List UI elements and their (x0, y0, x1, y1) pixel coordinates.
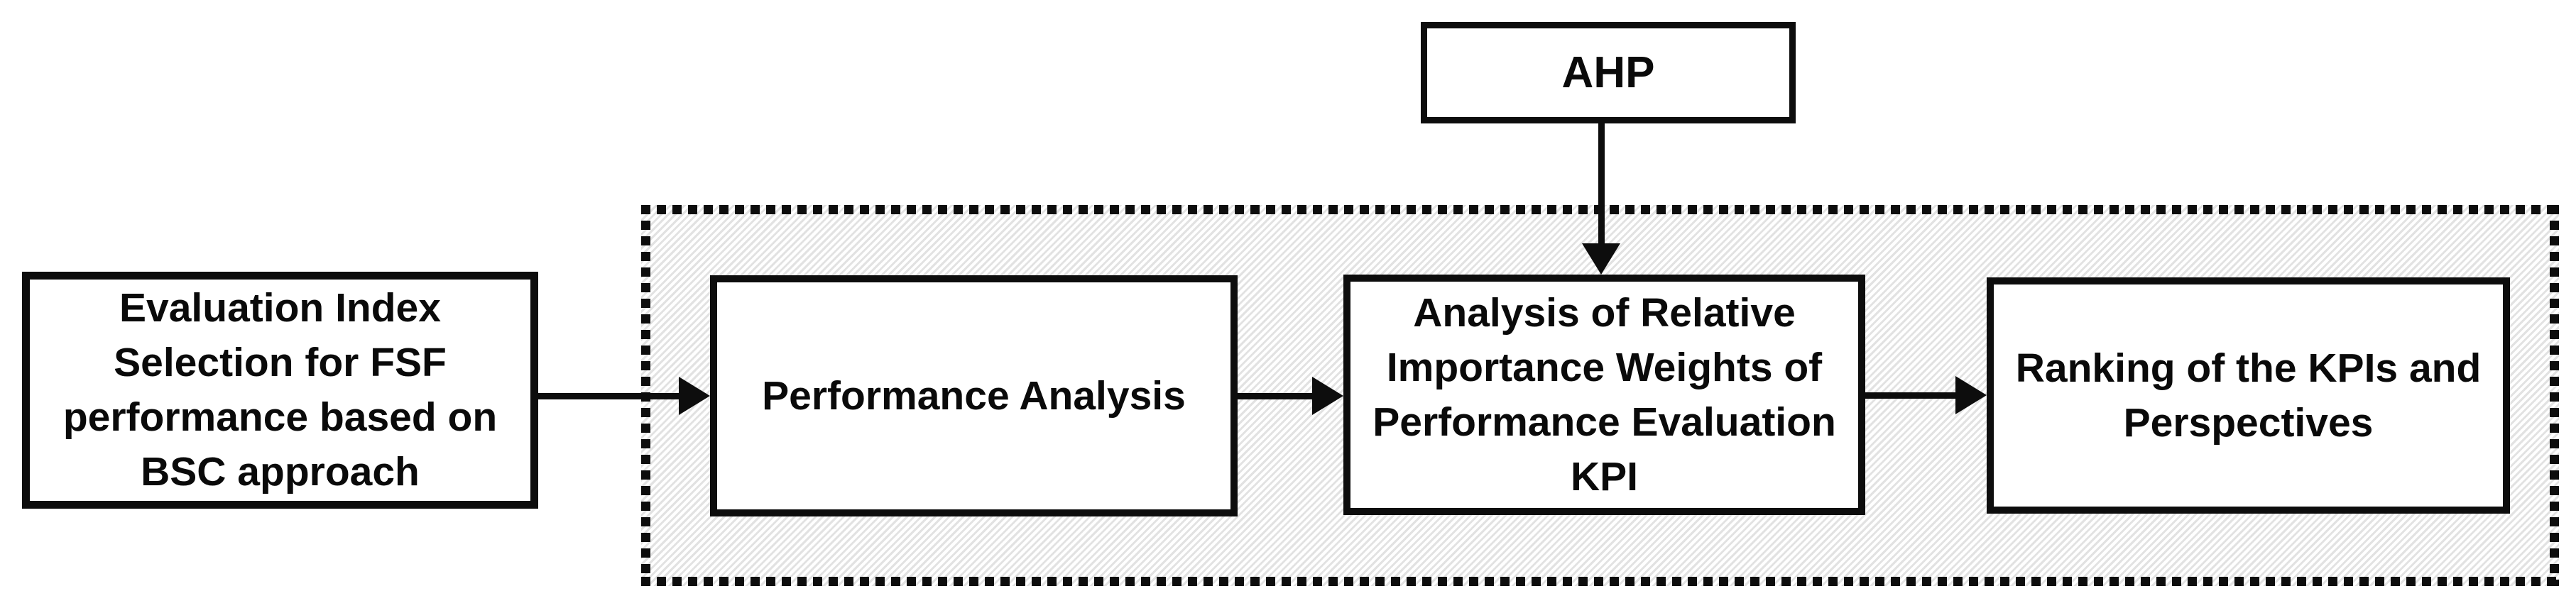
relative-importance-weights-label: Analysis of Relative Importance Weights … (1372, 289, 1836, 499)
arrow-evaluation-to-performance-head (679, 377, 710, 415)
performance-analysis-box: Performance Analysis (710, 275, 1238, 516)
arrow-ahp-to-analysis-head (1582, 243, 1620, 275)
evaluation-index-selection-box: Evaluation Index Selection for FSF perfo… (22, 272, 538, 509)
performance-analysis-label: Performance Analysis (762, 372, 1186, 419)
arrow-analysis-to-ranking-head (1955, 376, 1987, 414)
relative-importance-weights-box: Analysis of Relative Importance Weights … (1343, 275, 1865, 515)
ahp-box: AHP (1421, 22, 1796, 123)
arrow-performance-to-analysis-shaft (1234, 393, 1315, 399)
arrow-performance-to-analysis-head (1312, 377, 1343, 415)
ranking-kpis-perspectives-box: Ranking of the KPIs and Perspectives (1987, 277, 2510, 514)
arrow-evaluation-to-performance-shaft (535, 393, 684, 399)
arrow-ahp-to-analysis-shaft (1598, 122, 1605, 246)
evaluation-index-selection-label: Evaluation Index Selection for FSF perfo… (62, 285, 498, 494)
dotted-border-bottom (641, 577, 2559, 586)
arrow-analysis-to-ranking-shaft (1862, 392, 1957, 399)
ranking-kpis-perspectives-label: Ranking of the KPIs and Perspectives (2015, 345, 2482, 446)
dotted-border-right (2550, 205, 2559, 586)
ahp-box-label: AHP (1561, 48, 1655, 97)
